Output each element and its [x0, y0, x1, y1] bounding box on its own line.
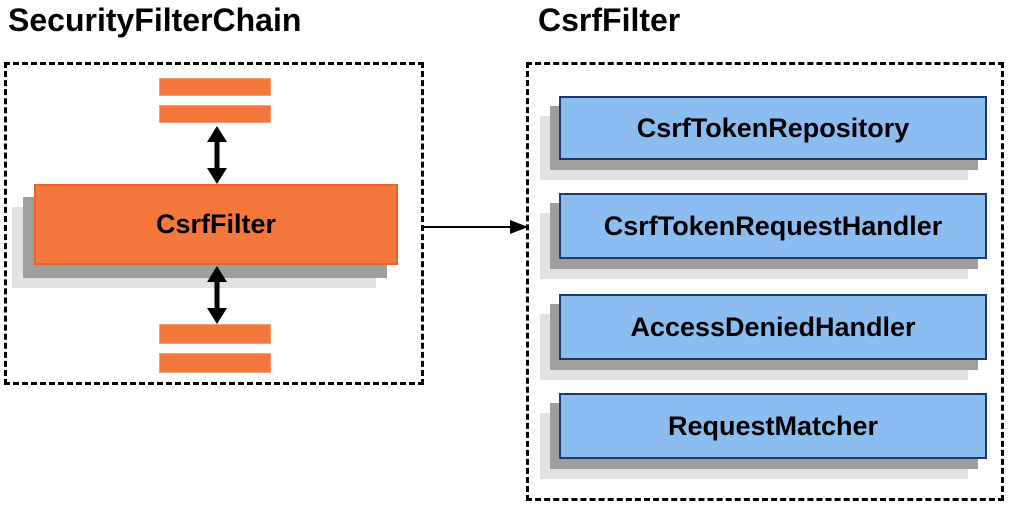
- component-box-csrf-token-repository: CsrfTokenRepository: [559, 96, 987, 160]
- csrf-filter-title: CsrfFilter: [538, 2, 681, 38]
- security-filter-chain-container: [4, 62, 424, 385]
- component-box-access-denied-handler: AccessDeniedHandler: [559, 294, 987, 360]
- filter-chain-bar: [159, 105, 271, 123]
- filter-chain-bar: [159, 353, 271, 373]
- filter-chain-bar: [159, 324, 271, 344]
- component-box-csrf-token-request-handler: CsrfTokenRequestHandler: [559, 193, 987, 259]
- component-box-label: CsrfTokenRequestHandler: [603, 210, 943, 241]
- component-box-label: AccessDeniedHandler: [630, 311, 916, 342]
- security-filter-chain-title: SecurityFilterChain: [8, 2, 302, 38]
- up-down-arrow-icon: [207, 126, 227, 184]
- csrf-filter-box-label: CsrfFilter: [155, 209, 277, 239]
- up-down-arrow-icon: [207, 266, 227, 324]
- csrf-filter-container: [526, 62, 1004, 501]
- filter-chain-bar: [159, 78, 271, 96]
- component-box-label: RequestMatcher: [667, 410, 879, 441]
- right-arrow-icon: [424, 220, 528, 234]
- component-box-request-matcher: RequestMatcher: [559, 393, 987, 459]
- component-box-label: CsrfTokenRepository: [636, 112, 910, 143]
- csrf-filter-box: CsrfFilter: [34, 184, 398, 265]
